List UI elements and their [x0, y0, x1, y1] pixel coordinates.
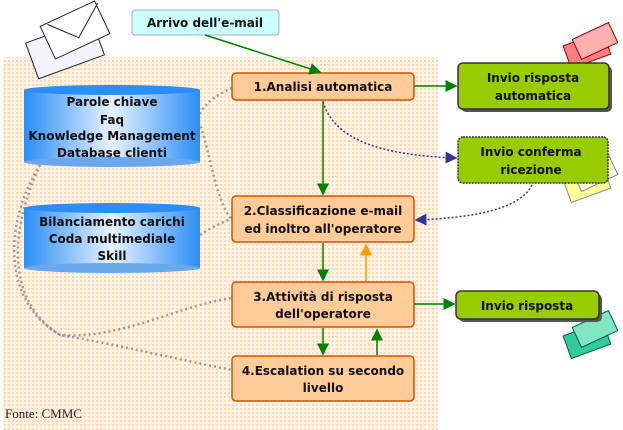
- envelope-teal-icon: [562, 309, 619, 360]
- svg-text:Invio risposta: Invio risposta: [481, 299, 573, 313]
- output-receipt-confirmation: Invio conferma ricezione: [457, 136, 609, 184]
- step-4-box: 4.Escalation su secondo livello: [231, 355, 415, 402]
- database-knowledge: Parole chiave Faq Knowledge Management D…: [24, 85, 200, 167]
- step-2-box: 2.Classificazione e-mail ed inoltro all'…: [231, 195, 415, 243]
- svg-text:Invio risposta: Invio risposta: [487, 71, 579, 85]
- envelope-red-icon: [562, 21, 619, 70]
- svg-text:Knowledge Management: Knowledge Management: [28, 129, 196, 143]
- svg-text:Arrivo dell'e-mail: Arrivo dell'e-mail: [147, 16, 263, 30]
- dotted-blue-arrows: [322, 101, 533, 226]
- svg-text:automatica: automatica: [495, 89, 571, 103]
- svg-text:Parole chiave: Parole chiave: [67, 95, 158, 109]
- step-1-box: 1.Analisi automatica: [231, 72, 415, 101]
- svg-text:3.Attività di risposta: 3.Attività di risposta: [253, 290, 393, 304]
- source-label: Fonte: CMMC: [5, 406, 82, 421]
- svg-text:dell'operatore: dell'operatore: [275, 307, 371, 321]
- step-3-box: 3.Attività di risposta dell'operatore: [231, 281, 415, 328]
- svg-text:Skill: Skill: [98, 249, 127, 263]
- output-reply: Invio risposta: [455, 290, 602, 322]
- flow-arrows: [204, 34, 458, 356]
- svg-text:ed inoltro all'operatore: ed inoltro all'operatore: [244, 222, 401, 236]
- envelope-icon: [24, 0, 111, 80]
- database-routing: Bilanciamento carichi Coda multimediale …: [24, 203, 200, 273]
- dotted-connectors: [12, 86, 233, 372]
- svg-text:Database clienti: Database clienti: [57, 146, 167, 160]
- svg-text:Invio conferma: Invio conferma: [480, 145, 581, 159]
- svg-text:livello: livello: [303, 381, 344, 395]
- svg-text:Coda multimediale: Coda multimediale: [49, 232, 176, 246]
- svg-text:ricezione: ricezione: [500, 163, 561, 177]
- svg-text:Faq: Faq: [100, 113, 124, 127]
- svg-text:Bilanciamento carichi: Bilanciamento carichi: [39, 215, 185, 229]
- svg-text:2.Classificazione e-mail: 2.Classificazione e-mail: [244, 204, 403, 218]
- output-auto-reply: Invio risposta automatica: [457, 62, 612, 112]
- arrival-box: Arrivo dell'e-mail: [131, 9, 280, 36]
- svg-text:4.Escalation su secondo: 4.Escalation su secondo: [242, 364, 404, 378]
- svg-text:1.Analisi automatica: 1.Analisi automatica: [254, 80, 393, 94]
